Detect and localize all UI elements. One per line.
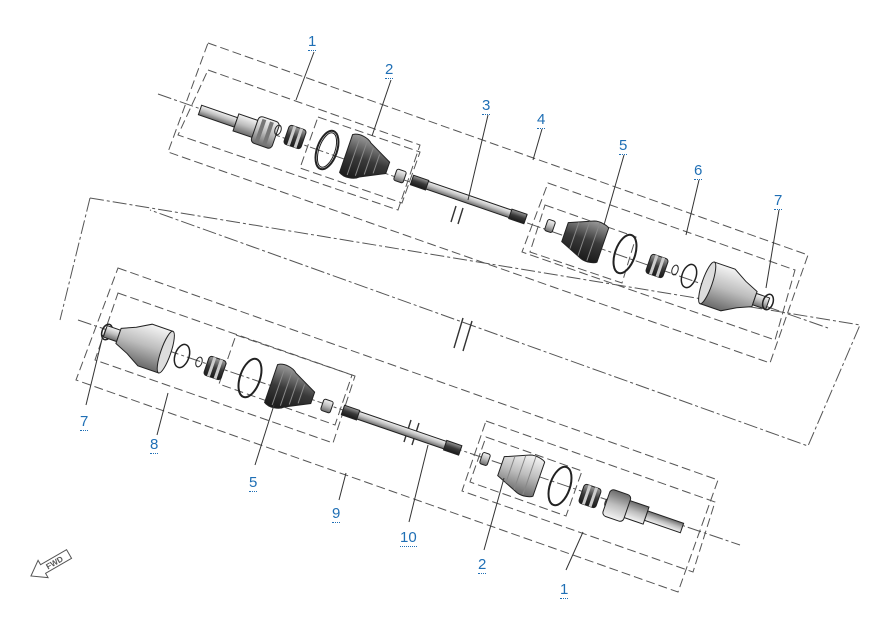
box-inner-joint-upper [177,69,421,211]
boot-upper [339,133,391,179]
shaft-upper [409,174,528,225]
callout-10[interactable]: 10 [400,529,417,547]
box-boot-upper-right [529,204,637,284]
box-outer-joint-upper [521,182,796,341]
box-boot-lower-right [469,436,583,517]
callout-1-upper[interactable]: 1 [308,33,317,51]
callout-6[interactable]: 6 [694,162,703,180]
box-shaft-assembly-lower [75,267,719,593]
boot-lower [264,363,316,409]
callout-7-lower[interactable]: 7 [80,413,89,431]
outer-housing-upper [698,261,771,312]
outer-housing-lower [102,323,175,374]
inner-stub-upper [197,104,280,149]
callout-9[interactable]: 9 [332,505,341,523]
fwd-arrow-icon: FWD [30,548,73,579]
callout-5-lower[interactable]: 5 [249,474,258,492]
connector-lines [59,93,861,546]
leader-lines [85,51,780,571]
callout-3[interactable]: 3 [482,97,491,115]
callout-5-upper[interactable]: 5 [619,137,628,155]
upper-shaft-parts [197,104,775,312]
callout-7-upper[interactable]: 7 [774,192,783,210]
lower-shaft-parts [100,323,685,534]
callout-8[interactable]: 8 [150,436,159,454]
boot-lower-right [497,454,546,498]
box-inner-joint-lower [461,420,716,573]
box-shaft-assembly-upper [167,42,809,364]
group-boxes [75,42,809,593]
callout-1-lower[interactable]: 1 [560,581,569,599]
shaft-lower [340,404,463,456]
callout-4[interactable]: 4 [537,111,546,129]
boot-upper-right [561,220,610,264]
callout-2-lower[interactable]: 2 [478,556,487,574]
box-boot-upper [299,116,421,204]
break-marks [403,205,473,446]
inner-stub-lower [602,489,685,534]
connector-upper-to-lower [89,197,861,447]
bearing-cage-upper [283,124,307,150]
callout-2-upper[interactable]: 2 [385,61,394,79]
